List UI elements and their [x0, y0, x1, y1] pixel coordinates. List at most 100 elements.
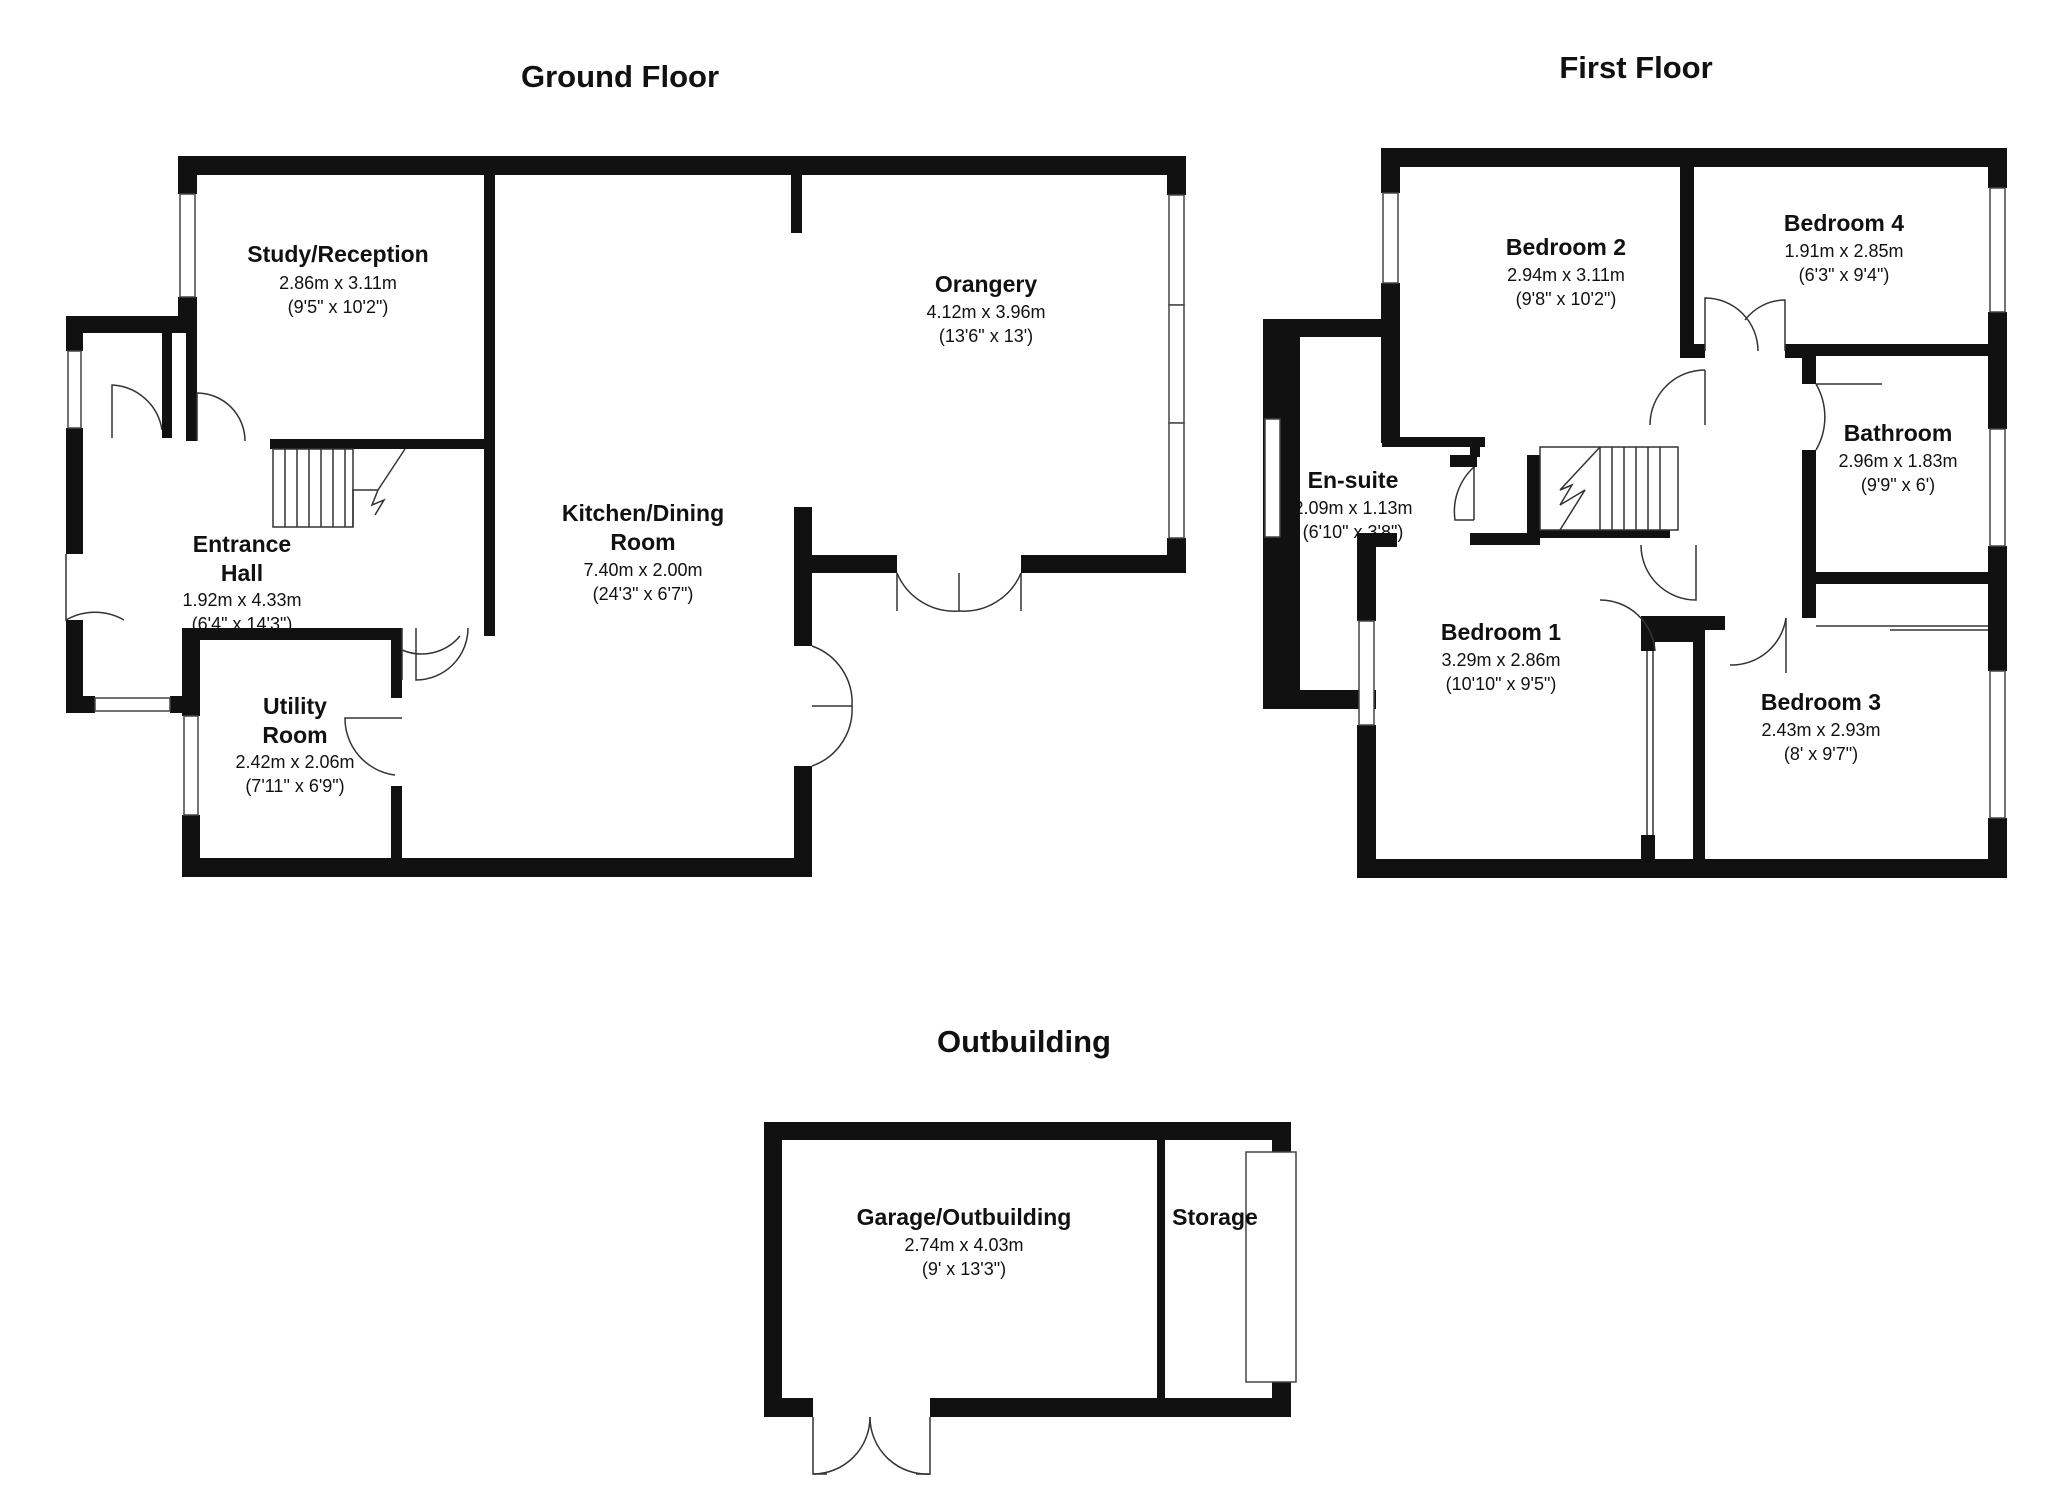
- door-swing: [812, 1416, 931, 1475]
- window: [1264, 418, 1281, 538]
- ground-floor-plan: Ground Floor: [65, 59, 1186, 877]
- wall: [1167, 538, 1186, 573]
- room-name-garage: Garage/Outbuilding: [857, 1204, 1072, 1230]
- staircase: [272, 448, 406, 528]
- wall: [1680, 344, 1705, 358]
- room-imperial-kitchen: (24'3" x 6'7"): [593, 584, 694, 604]
- wall: [1381, 148, 1400, 193]
- wall: [1357, 533, 1397, 547]
- window: [94, 697, 171, 712]
- wall: [1527, 455, 1540, 545]
- wall: [764, 1122, 1291, 1140]
- storage-shelving: [1245, 1151, 1297, 1383]
- outbuilding-plan: Outbuilding Garage/Outbuilding 2.74m x 4…: [764, 1024, 1297, 1475]
- wall: [791, 156, 802, 233]
- room-name-orangery: Orangery: [935, 271, 1037, 297]
- wall: [270, 439, 495, 449]
- room-name-kitchen: Room: [610, 529, 675, 555]
- wall: [182, 628, 402, 640]
- wall: [1357, 533, 1376, 621]
- first-floor-title: First Floor: [1559, 50, 1712, 85]
- window: [179, 193, 196, 298]
- wall: [1263, 319, 1400, 337]
- wall: [1450, 455, 1477, 467]
- room-metric-kitchen: 7.40m x 2.00m: [583, 560, 702, 580]
- wall: [1470, 437, 1480, 457]
- room-metric-study: 2.86m x 3.11m: [279, 273, 397, 293]
- wall: [1282, 337, 1300, 691]
- wall: [1802, 344, 2007, 356]
- door-swing: [1453, 297, 1882, 673]
- wall: [66, 316, 197, 333]
- wall: [1272, 1382, 1291, 1417]
- wall: [1988, 546, 2007, 671]
- wall: [391, 786, 402, 877]
- wall: [1381, 283, 1400, 443]
- room-metric-bedroom4: 1.91m x 2.85m: [1784, 241, 1903, 261]
- room-metric-garage: 2.74m x 4.03m: [904, 1235, 1023, 1255]
- window: [1382, 192, 1399, 284]
- wall: [1382, 437, 1485, 447]
- wall: [1641, 835, 1655, 878]
- room-imperial-bedroom2: (9'8" x 10'2"): [1516, 289, 1617, 309]
- window: [183, 715, 199, 816]
- wall: [1470, 533, 1540, 545]
- room-name-storage: Storage: [1172, 1204, 1258, 1230]
- wall: [66, 620, 83, 713]
- window: [67, 350, 82, 429]
- room-imperial-study: (9'5" x 10'2"): [288, 297, 389, 317]
- wall: [66, 316, 83, 351]
- wall: [178, 156, 1186, 175]
- staircase: [1539, 446, 1679, 531]
- wall: [1641, 616, 1725, 630]
- wall: [182, 628, 200, 716]
- ground-floor-title: Ground Floor: [521, 59, 719, 94]
- room-name-entrance: Entrance: [193, 531, 291, 557]
- wall: [1540, 530, 1670, 538]
- wall: [391, 628, 402, 698]
- room-name-bedroom4: Bedroom 4: [1784, 210, 1904, 236]
- wall: [794, 766, 812, 877]
- room-name-bedroom2: Bedroom 2: [1506, 234, 1626, 260]
- wall: [162, 316, 172, 438]
- window: [1358, 620, 1375, 726]
- room-name-bedroom3: Bedroom 3: [1761, 689, 1881, 715]
- door-swing: [65, 384, 1022, 776]
- window: [1989, 670, 2006, 819]
- wall: [1802, 584, 1816, 618]
- window: [1168, 422, 1185, 539]
- wall: [1021, 555, 1186, 573]
- room-name-utility: Room: [262, 722, 327, 748]
- room-metric-bedroom3: 2.43m x 2.93m: [1761, 720, 1880, 740]
- window: [1989, 428, 2006, 547]
- room-name-utility: Utility: [263, 693, 327, 719]
- wall: [1641, 616, 1655, 651]
- window: [1168, 194, 1185, 306]
- wall: [794, 555, 897, 573]
- wall: [1263, 690, 1376, 709]
- wall: [1357, 725, 1376, 878]
- room-name-study: Study/Reception: [247, 241, 428, 267]
- room-metric-utility: 2.42m x 2.06m: [235, 752, 354, 772]
- room-name-entrance: Hall: [221, 560, 263, 586]
- wall: [1802, 344, 1816, 384]
- wall: [66, 428, 83, 554]
- wall: [1272, 1122, 1291, 1152]
- room-imperial-orangery: (13'6" x 13'): [939, 326, 1033, 346]
- room-metric-entrance: 1.92m x 4.33m: [182, 590, 301, 610]
- wall: [1167, 156, 1186, 195]
- room-metric-orangery: 4.12m x 3.96m: [926, 302, 1045, 322]
- wall: [1357, 859, 2007, 878]
- room-imperial-entrance: (6'4" x 14'3"): [192, 614, 293, 634]
- outbuilding-title: Outbuilding: [937, 1024, 1111, 1059]
- first-floor-plan: First Floor: [1263, 50, 2007, 878]
- room-name-kitchen: Kitchen/Dining: [562, 500, 724, 526]
- wall: [1988, 148, 2007, 188]
- room-imperial-bedroom1: (10'10" x 9'5"): [1446, 674, 1557, 694]
- wall: [66, 696, 95, 713]
- room-metric-ensuite: 2.09m x 1.13m: [1293, 498, 1412, 518]
- room-metric-bedroom1: 3.29m x 2.86m: [1441, 650, 1560, 670]
- room-imperial-ensuite: (6'10" x 3'8"): [1303, 522, 1404, 542]
- wall: [1802, 572, 2007, 584]
